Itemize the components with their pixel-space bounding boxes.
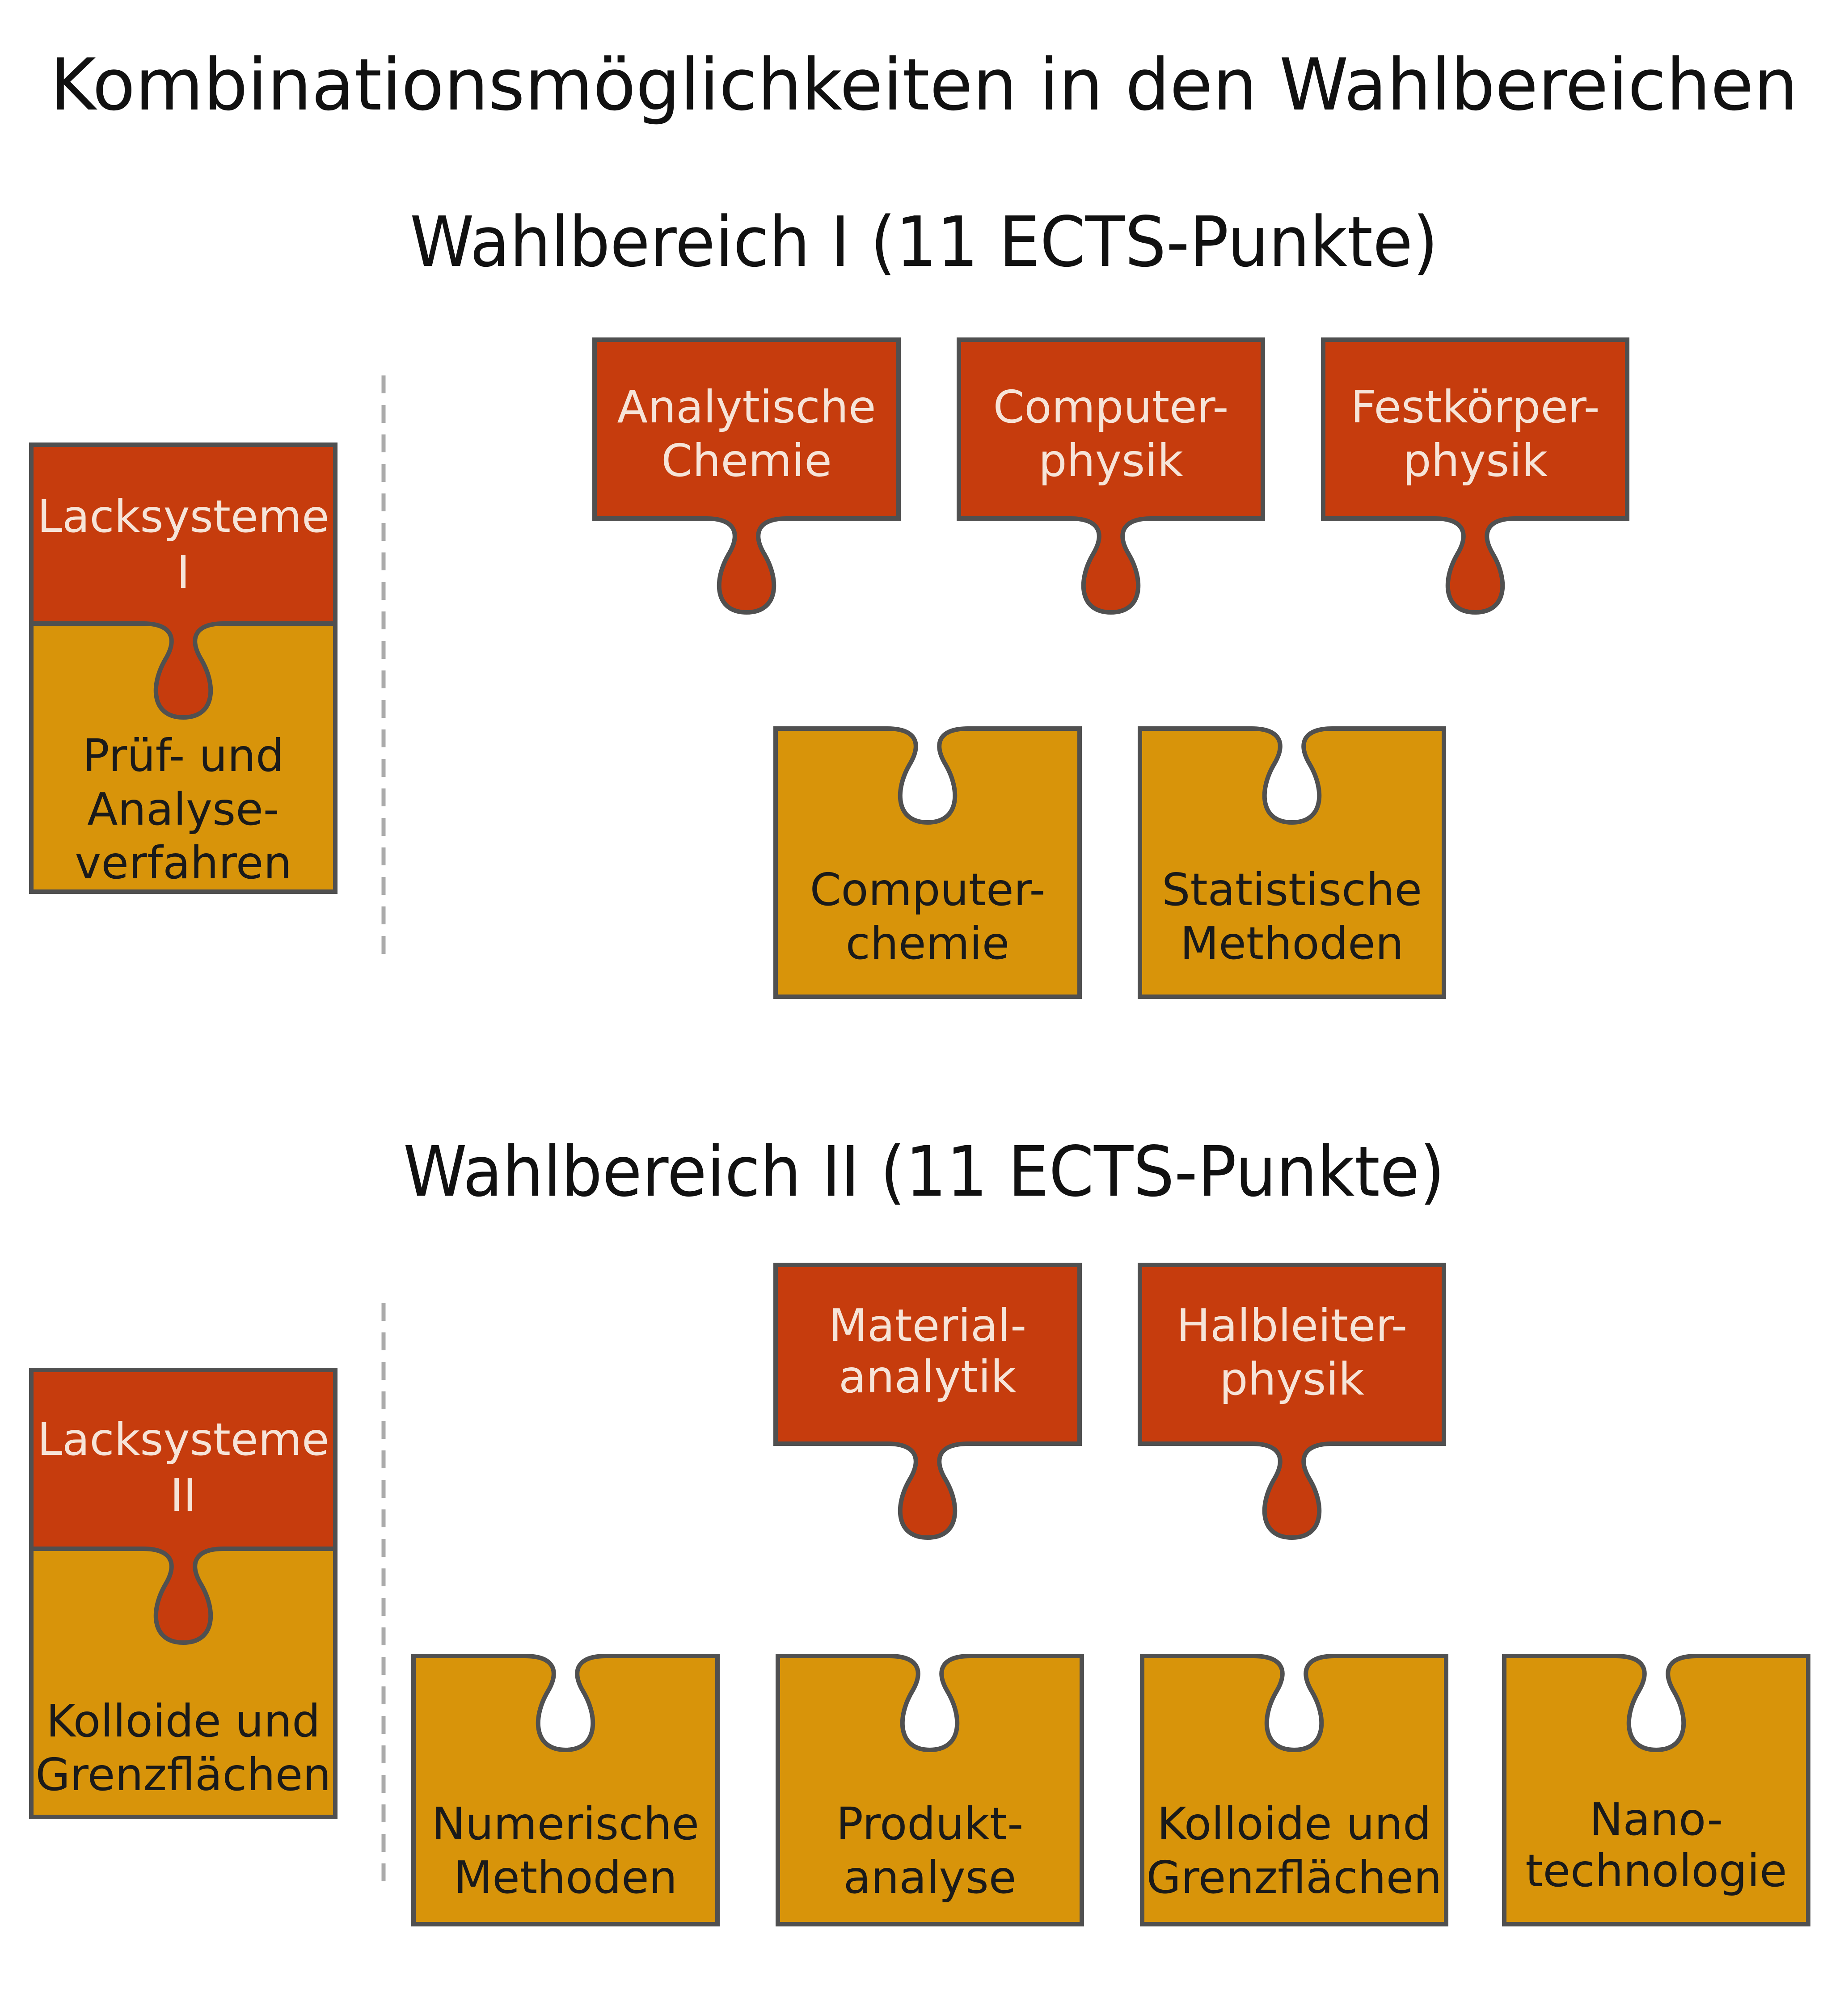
fixed-bottom-label-2: Grenzflächen xyxy=(35,1749,331,1801)
option-label-2: physik xyxy=(1038,434,1183,487)
option-label-1: Festkörper- xyxy=(1350,381,1599,433)
option-piece: Kolloide und Grenzflächen xyxy=(1142,1656,1446,1924)
option-piece: Statistische Methoden xyxy=(1140,729,1444,997)
section-wahlbereich-2: Wahlbereich II (11 ECTS-Punkte) Lacksyst… xyxy=(29,1131,1808,1924)
fixed-bottom-label-1: Kolloide und xyxy=(46,1695,320,1747)
option-label-1: Computer- xyxy=(810,864,1046,916)
option-piece: Halbleiter- physik xyxy=(1140,1265,1444,1538)
option-piece: Computer- physik xyxy=(959,340,1263,612)
fixed-top-label-2: I xyxy=(177,546,190,598)
option-piece: Produkt- analyse xyxy=(778,1656,1082,1924)
fixed-combination: Lacksysteme I Prüf- und Analyse- verfahr… xyxy=(29,442,338,894)
option-label-2: analytik xyxy=(839,1351,1017,1403)
option-label-1: Computer- xyxy=(993,381,1229,433)
option-piece: Festkörper- physik xyxy=(1323,340,1627,612)
option-piece: Computer- chemie xyxy=(776,729,1080,997)
option-label-2: Chemie xyxy=(661,434,831,487)
fixed-bottom-label-1: Prüf- und xyxy=(83,729,284,782)
option-label-1: Nano- xyxy=(1590,1793,1723,1846)
fixed-bottom-label-3: verfahren xyxy=(75,837,292,889)
option-piece: Numerische Methoden xyxy=(413,1656,717,1924)
fixed-combination: Lacksysteme II Kolloide und Grenzflächen xyxy=(29,1368,338,1819)
fixed-bottom-label-2: Analyse- xyxy=(87,783,279,835)
fixed-top-label-1: Lacksysteme xyxy=(38,490,329,543)
option-label-2: Grenzflächen xyxy=(1146,1851,1442,1904)
option-label-2: analyse xyxy=(844,1851,1017,1904)
option-piece: Material- analytik xyxy=(776,1265,1080,1538)
fixed-top-label-2: II xyxy=(170,1469,197,1521)
option-piece: Nano- technologie xyxy=(1504,1656,1808,1924)
option-label-2: chemie xyxy=(846,917,1010,969)
section-heading: Wahlbereich II (11 ECTS-Punkte) xyxy=(403,1131,1445,1212)
option-label-1: Halbleiter- xyxy=(1177,1299,1407,1352)
option-piece: Analytische Chemie xyxy=(595,340,899,612)
section-wahlbereich-1: Wahlbereich I (11 ECTS-Punkte) Lacksyste… xyxy=(29,202,1627,997)
option-label-2: physik xyxy=(1403,434,1548,487)
option-label-1: Analytische xyxy=(617,381,876,433)
fixed-top-label-1: Lacksysteme xyxy=(38,1413,329,1466)
option-label-2: Methoden xyxy=(454,1851,677,1904)
option-label-1: Material- xyxy=(829,1299,1026,1352)
option-label-1: Produkt- xyxy=(836,1798,1024,1850)
page-title: Kombinationsmöglichkeiten in den Wahlber… xyxy=(50,43,1798,126)
option-label-1: Statistische xyxy=(1162,864,1422,916)
option-label-2: physik xyxy=(1219,1353,1364,1405)
option-label-2: Methoden xyxy=(1180,917,1404,969)
option-label-2: technologie xyxy=(1525,1845,1787,1897)
section-heading: Wahlbereich I (11 ECTS-Punkte) xyxy=(410,202,1438,282)
option-label-1: Kolloide und xyxy=(1157,1798,1431,1850)
option-label-1: Numerische xyxy=(432,1798,699,1850)
